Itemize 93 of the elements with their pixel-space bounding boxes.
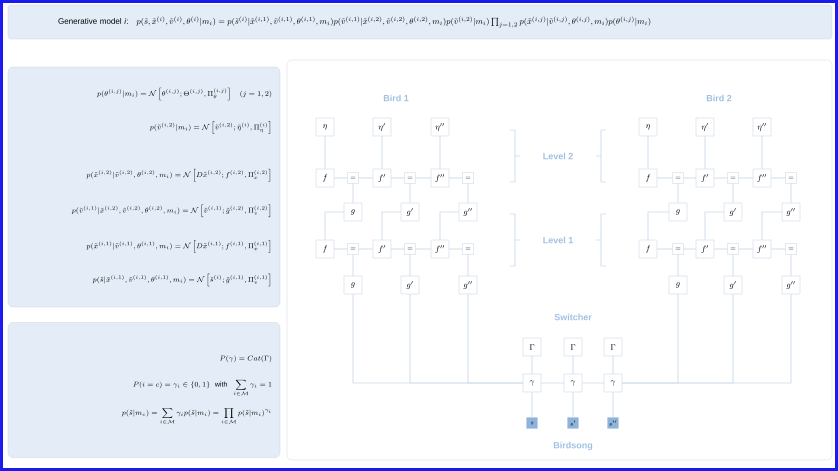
observation-box: $s'$ xyxy=(567,417,579,429)
connector xyxy=(738,248,754,250)
connector xyxy=(770,248,786,250)
factor-box: $\eta'$ xyxy=(696,118,714,136)
connector xyxy=(324,136,326,170)
factor-box: $f'$ xyxy=(372,240,392,258)
connector xyxy=(762,212,782,240)
equality-box: $=$ xyxy=(727,243,739,255)
title-bar: Generative model i: $p(\tilde{s},\tilde{x}^{(i)},\tilde{v}^{(i)},\theta^{(i)}|m_i)=p(\tilde{s}^{(i)}|\tilde{x}^{(i,1)},\tilde{v}^{(i,1)},\theta^{(i,1)},m_i)p(\tilde{v}^{(i,1)}|\tilde{x}^{(i,2)},\tilde{v}^{(i,2)},\theta^{(i,2)},m_i)p(\tilde{v}^{(i,2)}|m_i)\prod_{j=1,2}p(\tilde{x}^{(i,j)}|\tilde{v}^{(i,j)},\theta^{(i,j)},m_i)p(\theta^{(i,j)}|m_i)$ xyxy=(8,4,832,40)
connector xyxy=(704,136,706,170)
connector xyxy=(683,248,696,250)
factor-box: $\gamma$ xyxy=(604,374,622,392)
factor-box: $g$ xyxy=(344,276,362,294)
factor-box: $\eta'$ xyxy=(372,118,392,136)
formula-panel: $p(\theta^{(i,j)}|m_i)=\mathcal{N}\left[\theta^{(i,j)};\Theta^{(i,j)},\Pi_\theta^{(i,j)}\right]\quad(j=1,2)$ $p(\tilde{v}^{(i,2)}|m_i)=\mathcal{N}\left[\tilde{v}^{(i,2)};\tilde{\eta}^{(i)},\Pi_\eta^{(i)}\right]$ $p(\tilde{x}^{(i,2)}|\tilde{v}^{(i,2)},\theta^{(i,2)},m_i)=\mathcal{N}\left[D\tilde{x}^{(i,2)};f^{(i,2)},\Pi_x^{(i,2)}\right]$ $p(\tilde{v}^{(i,1)}|\tilde{x}^{(i,2)},\tilde{v}^{(i,2)},\theta^{(i,2)},m_i)=\mathcal{N}\left[\tilde{v}^{(i,1)};\tilde{g}^{(i,2)},\Pi_v^{(i,2)}\right]$ $p(\tilde{x}^{(i,1)}|\tilde{v}^{(i,1)},\theta^{(i,1)},m_i)=\mathcal{N}\left[D\tilde{x}^{(i,1)};f^{(i,1)},\Pi_x^{(i,1)}\right]$ $p(\tilde{s}|\tilde{x}^{(i,1)},\tilde{v}^{(i,1)},\theta^{(i,1)},m_i)=\mathcal{N}\left[\tilde{s}^{(i)};\tilde{g}^{(i,1)},\Pi_v^{(i,1)}\right]$ xyxy=(8,66,280,308)
equality-box: $=$ xyxy=(727,172,739,184)
factor-box: $f'$ xyxy=(372,168,392,188)
factor-box: $g'$ xyxy=(400,202,420,222)
factor-box: $g''$ xyxy=(458,276,478,294)
factor-box: $g$ xyxy=(344,202,362,222)
factor-box: $f''$ xyxy=(752,168,772,188)
factor-box: $f$ xyxy=(638,240,658,258)
connector xyxy=(622,294,792,384)
factor-box: $g'$ xyxy=(724,202,742,222)
connector xyxy=(468,294,524,384)
factor-box: $g''$ xyxy=(782,202,800,222)
connector xyxy=(415,248,432,250)
factor-box: $\Gamma$ xyxy=(604,338,622,356)
connector xyxy=(790,254,792,276)
factor-box: $f''$ xyxy=(430,168,450,188)
factor-box: $g''$ xyxy=(458,202,478,222)
factor-box: $f'$ xyxy=(696,240,714,258)
factor-box: $f''$ xyxy=(430,240,450,258)
factor-box: $\eta''$ xyxy=(430,118,450,136)
equality-box: $=$ xyxy=(347,172,359,184)
connector xyxy=(540,382,564,384)
connector xyxy=(582,382,604,384)
connector xyxy=(704,212,724,240)
factor-box: $f''$ xyxy=(752,240,772,258)
equality-box: $=$ xyxy=(404,243,416,255)
connector xyxy=(324,212,344,240)
connector xyxy=(390,248,405,250)
connector xyxy=(648,212,670,240)
connector xyxy=(352,254,354,276)
factor-box: $f'$ xyxy=(696,168,714,188)
factor-box: $\gamma$ xyxy=(564,374,582,392)
connector xyxy=(656,248,673,250)
connector xyxy=(572,392,574,418)
section-label: Switcher xyxy=(554,314,592,320)
diagram-panel xyxy=(286,60,832,460)
factor-box: $\Gamma$ xyxy=(522,338,542,356)
connector xyxy=(382,212,402,240)
factor-box: $f$ xyxy=(638,168,658,188)
factor-box: $f$ xyxy=(316,240,334,258)
connector xyxy=(358,248,374,250)
connector xyxy=(714,248,728,250)
connector xyxy=(352,183,354,204)
connector xyxy=(612,356,614,374)
factor-box: $\eta''$ xyxy=(752,118,772,136)
equality-box: $=$ xyxy=(404,172,416,184)
factor-box: $g''$ xyxy=(782,276,800,294)
equality-box: $=$ xyxy=(347,243,359,255)
factor-box: $\eta$ xyxy=(638,118,658,136)
equality-box: $=$ xyxy=(462,243,474,255)
observation-box: $s''$ xyxy=(607,417,619,429)
equality-box: $=$ xyxy=(672,243,684,255)
section-label: Level 1 xyxy=(543,236,573,244)
observation-box: $s$ xyxy=(526,417,538,429)
factor-box: $\Gamma$ xyxy=(564,338,582,356)
factor-box: $f$ xyxy=(316,168,334,188)
section-label: Level 2 xyxy=(543,152,573,160)
equality-box: $=$ xyxy=(672,172,684,184)
connector xyxy=(334,248,348,250)
connector xyxy=(448,248,463,250)
equality-box: $=$ xyxy=(785,243,797,255)
connector xyxy=(732,183,734,204)
equality-box: $=$ xyxy=(785,172,797,184)
factor-box: $\gamma$ xyxy=(522,374,542,392)
connector xyxy=(572,356,574,374)
connector xyxy=(790,183,792,204)
factor-box: $g'$ xyxy=(400,276,420,294)
connector xyxy=(612,392,614,418)
formula-panel: $P(\gamma)=Cat(\Gamma)$ $P(i=c)=\gamma_i\in\{0,1\}\ \text{ with }\ \sum_{i\in\mathcal{M}}\gamma_i=1$ $p(\tilde{s}|m_c)=\sum_{i\in\mathcal{M}}\gamma_i p(\tilde{s}|m_i)=\prod_{i\in\mathcal{M}}p(\tilde{s}|m_i)^{\gamma_i}$ xyxy=(8,322,280,458)
factor-box: $g$ xyxy=(668,276,688,294)
equality-box: $=$ xyxy=(462,172,474,184)
factor-box: $g$ xyxy=(668,202,688,222)
factor-box: $\eta$ xyxy=(316,118,334,136)
factor-box: $g'$ xyxy=(724,276,742,294)
connector xyxy=(732,254,734,276)
section-label: Bird 1 xyxy=(384,94,408,102)
connector xyxy=(440,212,460,240)
section-label: Bird 2 xyxy=(706,94,732,102)
section-label: Birdsong xyxy=(554,442,592,450)
